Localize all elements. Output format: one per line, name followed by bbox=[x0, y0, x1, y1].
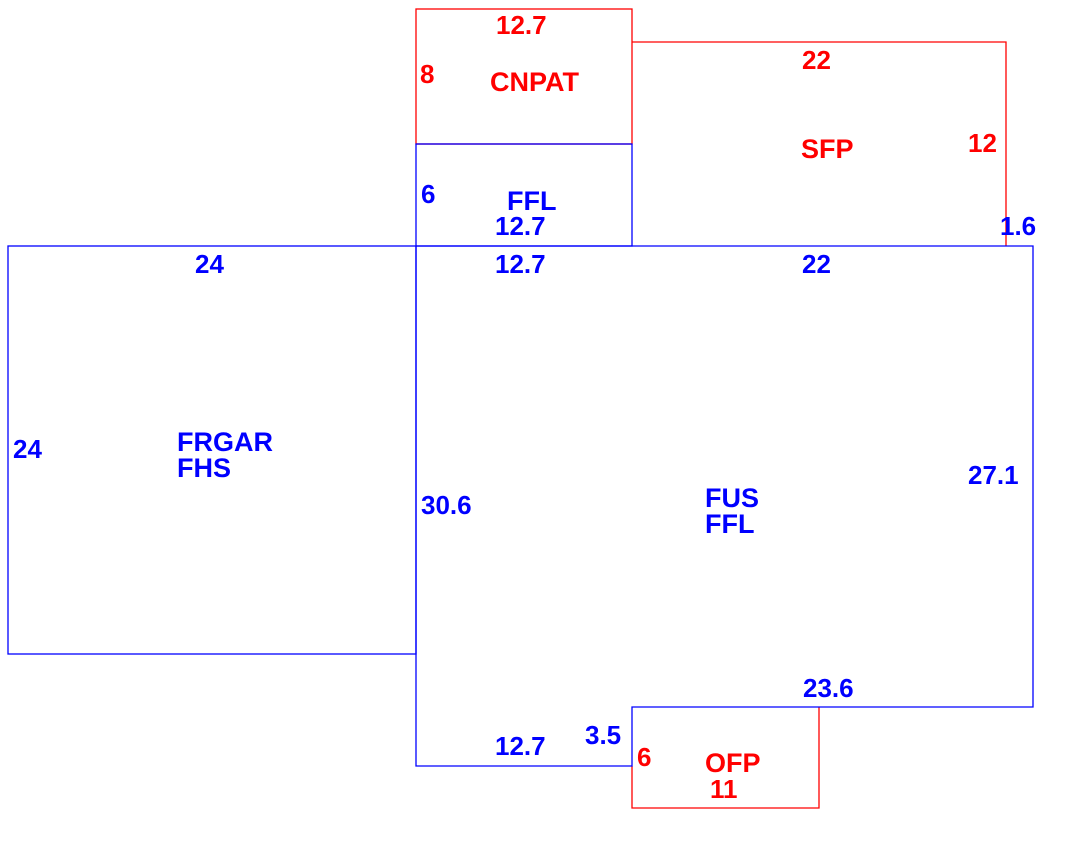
sfp-width-label: 22 bbox=[802, 45, 831, 75]
main-bottom-right-label: 23.6 bbox=[803, 673, 854, 703]
cnpat-code-label: CNPAT bbox=[490, 67, 579, 97]
ofp-code-label: OFP bbox=[705, 748, 761, 778]
main-left-label: 30.6 bbox=[421, 490, 472, 520]
ffl-upper-side-label: 6 bbox=[421, 179, 435, 209]
sfp-depth-label: 12 bbox=[968, 128, 997, 158]
sfp-outline bbox=[632, 41, 1007, 246]
main-step-label: 3.5 bbox=[585, 720, 621, 750]
sfp-code-label: SFP bbox=[801, 134, 854, 164]
main-house-outline bbox=[415, 245, 1034, 767]
ofp-depth-label: 6 bbox=[637, 742, 651, 772]
main-top-right-label: 22 bbox=[802, 249, 831, 279]
ffl-upper-width-label: 12.7 bbox=[495, 211, 546, 241]
cnpat-depth-label: 8 bbox=[420, 59, 434, 89]
sfp-offset-label: 1.6 bbox=[1000, 211, 1036, 241]
garage-code-label-2: FHS bbox=[177, 453, 231, 483]
main-top-left-label: 12.7 bbox=[495, 249, 546, 279]
ffl-upper-code-label: FFL bbox=[507, 186, 556, 216]
ofp-outline bbox=[631, 707, 820, 809]
main-bottom-left-label: 12.7 bbox=[495, 731, 546, 761]
main-right-label: 27.1 bbox=[968, 460, 1019, 490]
main-code-label-2: FFL bbox=[705, 509, 754, 539]
garage-top-label: 24 bbox=[195, 249, 224, 279]
main-code-label-1: FUS bbox=[705, 483, 759, 513]
garage-code-label-1: FRGAR bbox=[177, 427, 273, 457]
ofp-width-label: 11 bbox=[710, 774, 738, 804]
garage-side-label: 24 bbox=[13, 434, 42, 464]
cnpat-width-label: 12.7 bbox=[496, 10, 547, 40]
